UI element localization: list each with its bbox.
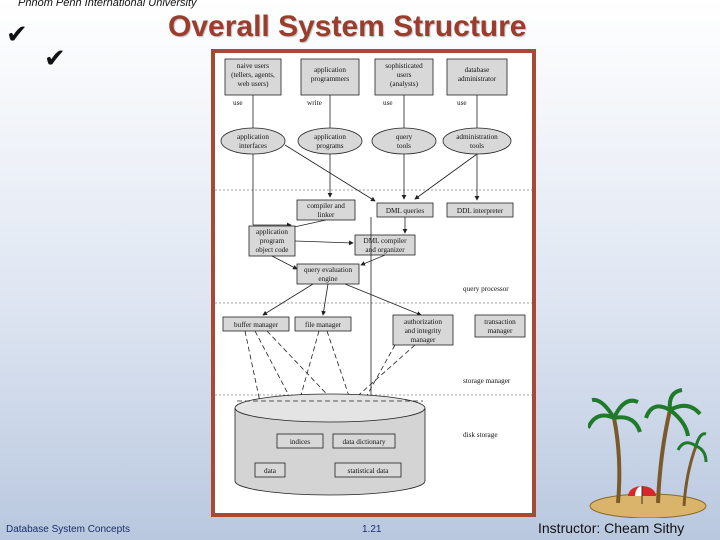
object-code-line2: program (260, 237, 285, 245)
system-structure-diagram: naive users (tellers, agents, web users)… (215, 58, 532, 496)
box-data (254, 462, 286, 478)
query-engine-line2: engine (318, 275, 337, 283)
slide-title: Overall System Structure (168, 10, 527, 43)
user-naive-line1: naive users (237, 62, 269, 70)
user-naive-line3: web users) (238, 80, 270, 88)
object-code-line1: application (256, 228, 288, 236)
dml-compiler-line2: and organizer (365, 246, 405, 254)
dml-compiler-line1: DML compiler (363, 237, 407, 245)
admin-tools-line2: tools (470, 142, 484, 150)
interaction-label-use: use (383, 99, 393, 107)
user-box-sophisticated (374, 58, 434, 96)
interface-line1: application (237, 133, 269, 141)
user-sophisticated-line1: sophisticated (385, 62, 423, 70)
user-naive-line2: (tellers, agents, (231, 71, 275, 79)
svg-text:sophisticated: sophisticated (385, 62, 423, 70)
oval-admin-tools (442, 127, 512, 155)
svg-text:users: users (397, 71, 412, 79)
compiler-line2: linker (318, 211, 335, 219)
svg-text:(tellers, agents,: (tellers, agents, (231, 71, 275, 79)
user-programmers-line2: programmers (311, 75, 350, 83)
svg-text:database: database (465, 66, 490, 74)
box-app-object-code (248, 225, 296, 257)
footer-instructor: Instructor: Cheam Sithy (538, 520, 685, 536)
box-buffer-manager (222, 316, 290, 332)
programs-line2: programs (316, 142, 343, 150)
box-indices (276, 433, 324, 449)
user-sophisticated-line3: (analysts) (390, 80, 419, 88)
indices-label: indices (290, 438, 311, 446)
oval-query-tools (371, 127, 437, 155)
svg-text:administrator: administrator (458, 75, 497, 83)
user-box-app-programmers (300, 58, 360, 96)
footer-page-number: 1.21 (362, 524, 382, 535)
label-disk-storage: disk storage (463, 431, 498, 439)
oval-app-programs (297, 127, 363, 155)
svg-text:(analysts): (analysts) (390, 80, 419, 88)
svg-text:application: application (314, 66, 346, 74)
interaction-label-write: write (307, 99, 322, 107)
user-sophisticated-line2: users (397, 71, 412, 79)
svg-text:web users): web users) (238, 80, 270, 88)
auth-line1: authorization (404, 318, 442, 326)
box-file-manager (294, 316, 352, 332)
interaction-label-use: use (457, 99, 467, 107)
box-data-dictionary (332, 433, 396, 449)
transaction-line1: transaction (484, 318, 516, 326)
buffer-manager-label: buffer manager (234, 321, 279, 329)
transaction-line2: manager (488, 327, 513, 335)
file-manager-label: file manager (305, 321, 342, 329)
institution-name: Phnom Penh International University (18, 0, 197, 9)
auth-line2: and integrity (405, 327, 442, 335)
footer-course-name: Database System Concepts (6, 524, 130, 535)
data-label: data (264, 467, 277, 475)
label-query-processor: query processor (463, 285, 509, 293)
user-programmers-line1: application (314, 66, 346, 74)
checkmark-icon: ✔ (44, 44, 66, 74)
compiler-line1: compiler and (307, 202, 345, 210)
query-engine-line1: query evaluation (304, 266, 353, 274)
query-tools-line1: query (396, 133, 413, 141)
data-dictionary-label: data dictionary (343, 438, 386, 446)
user-box-dba (446, 58, 508, 96)
box-auth-integrity-manager (392, 314, 454, 346)
svg-text:programmers: programmers (311, 75, 350, 83)
user-dba-line2: administrator (458, 75, 497, 83)
object-code-line3: object code (256, 246, 289, 254)
programs-line1: application (314, 133, 346, 141)
svg-text:naive users: naive users (237, 62, 269, 70)
admin-tools-line1: administration (456, 133, 498, 141)
disk-top (234, 393, 426, 423)
query-tools-line2: tools (397, 142, 411, 150)
user-box-naive (224, 58, 282, 96)
statistical-data-label: statistical data (348, 467, 390, 475)
dml-queries-label: DML queries (386, 207, 424, 215)
diagram-frame: naive users (tellers, agents, web users)… (211, 49, 536, 517)
ddl-interpreter-label: DDL interpreter (457, 207, 504, 215)
auth-line3: manager (411, 336, 436, 344)
palm-tree-beach-icon (588, 388, 708, 518)
box-ddl-interpreter (446, 202, 514, 218)
checkmark-icon: ✔ (6, 20, 28, 50)
box-statistical-data (334, 462, 402, 478)
user-dba-line1: database (465, 66, 490, 74)
interaction-label-use: use (233, 99, 243, 107)
box-transaction-manager (474, 314, 526, 338)
label-storage-manager: storage manager (463, 377, 511, 385)
interface-line2: interfaces (239, 142, 267, 150)
oval-app-interfaces (220, 127, 286, 155)
